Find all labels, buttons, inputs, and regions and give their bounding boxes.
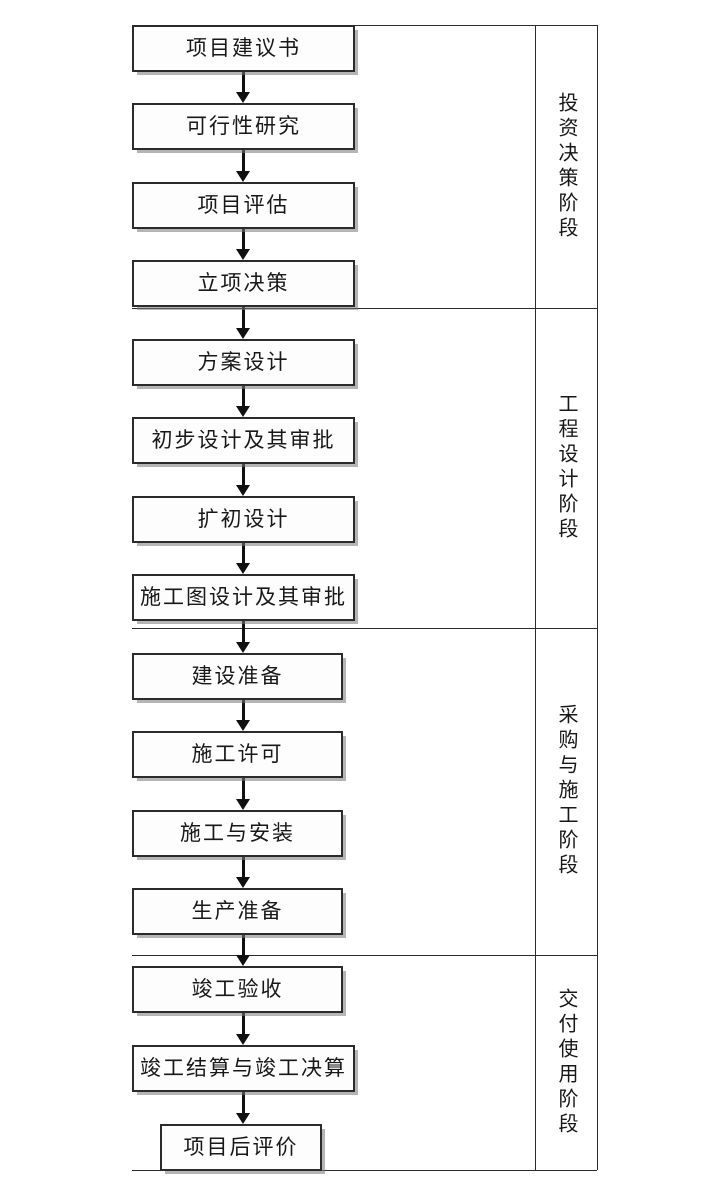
connector-stem [241,307,245,330]
connector-arrowhead [236,171,250,182]
connector-arrow [233,543,253,574]
connector-stem [241,621,245,644]
process-node-n7[interactable]: 扩初设计 [132,496,355,543]
frame-vertical-rule [535,25,536,1170]
process-node-n3[interactable]: 项目评估 [132,182,355,229]
frame-horizontal-rule [132,628,597,629]
process-node-n4[interactable]: 立项决策 [132,260,355,307]
process-node-n10[interactable]: 施工许可 [132,731,343,778]
process-node-label: 初步设计及其审批 [151,428,336,452]
process-node-n11[interactable]: 施工与安装 [132,810,343,857]
process-node-n9[interactable]: 建设准备 [132,653,343,700]
connector-arrowhead [236,563,250,574]
connector-stem [241,700,245,722]
connector-arrow [233,700,253,731]
connector-arrowhead [236,328,250,339]
process-node-label: 可行性研究 [186,114,301,138]
connector-arrow [233,72,253,103]
process-node-n12[interactable]: 生产准备 [132,888,343,935]
connector-arrowhead [236,642,250,653]
phase-cell-p3: 采购与施工阶段 [535,628,597,955]
process-node-label: 竣工结算与竣工决算 [140,1056,347,1080]
process-node-n8[interactable]: 施工图设计及其审批 [132,574,355,621]
connector-stem [241,778,245,801]
frame-vertical-rule [597,25,598,1170]
connector-arrow [233,857,253,888]
phase-cell-p4: 交付使用阶段 [535,955,597,1170]
connector-arrow [233,621,253,653]
frame-horizontal-rule [132,955,597,956]
phase-label-text: 采购与施工阶段 [555,704,577,879]
process-node-n6[interactable]: 初步设计及其审批 [132,417,355,464]
process-node-n14[interactable]: 竣工结算与竣工决算 [132,1045,355,1092]
phase-cell-p2: 工程设计阶段 [535,308,597,628]
process-node-label: 施工与安装 [180,821,295,845]
frame-horizontal-rule [132,25,597,26]
process-node-label: 立项决策 [197,271,290,295]
connector-stem [241,464,245,487]
frame-horizontal-rule [132,308,597,309]
process-node-label: 扩初设计 [197,507,290,531]
connector-arrowhead [236,406,250,417]
process-node-label: 建设准备 [191,664,284,688]
process-node-label: 施工许可 [191,742,284,766]
connector-arrow [233,1092,253,1124]
process-node-label: 生产准备 [191,899,284,923]
connector-stem [241,1013,245,1036]
process-node-n2[interactable]: 可行性研究 [132,103,355,150]
connector-stem [241,935,245,957]
connector-arrow [233,229,253,260]
connector-arrow [233,1013,253,1045]
connector-arrowhead [236,92,250,103]
connector-arrow [233,464,253,496]
connector-arrow [233,386,253,417]
connector-arrowhead [236,1034,250,1045]
connector-stem [241,1092,245,1115]
connector-stem [241,386,245,408]
connector-stem [241,72,245,94]
connector-stem [241,150,245,173]
connector-arrow [233,307,253,339]
connector-arrowhead [236,877,250,888]
process-node-label: 竣工验收 [191,977,284,1001]
connector-arrow [233,778,253,810]
phase-label-text: 工程设计阶段 [555,393,577,543]
connector-stem [241,543,245,565]
process-node-n15[interactable]: 项目后评价 [160,1124,322,1171]
connector-arrowhead [236,249,250,260]
connector-stem [241,857,245,879]
connector-arrowhead [236,1113,250,1124]
process-node-label: 项目评估 [197,193,290,217]
process-node-label: 项目后评价 [183,1135,299,1159]
connector-arrowhead [236,720,250,731]
process-node-n1[interactable]: 项目建议书 [132,25,355,72]
connector-arrowhead [236,485,250,496]
process-node-n13[interactable]: 竣工验收 [132,966,343,1013]
connector-stem [241,229,245,251]
connector-arrowhead [236,955,250,966]
process-node-label: 施工图设计及其审批 [140,585,347,609]
phase-cell-p1: 投资决策阶段 [535,25,597,308]
phase-label-text: 投资决策阶段 [555,91,577,242]
process-node-n5[interactable]: 方案设计 [132,339,355,386]
connector-arrow [233,935,253,966]
connector-arrowhead [236,799,250,810]
connector-arrow [233,150,253,182]
process-node-label: 方案设计 [197,350,290,374]
process-node-label: 项目建议书 [186,36,301,60]
phase-label-text: 交付使用阶段 [555,987,577,1138]
frame-horizontal-rule [132,1170,597,1171]
